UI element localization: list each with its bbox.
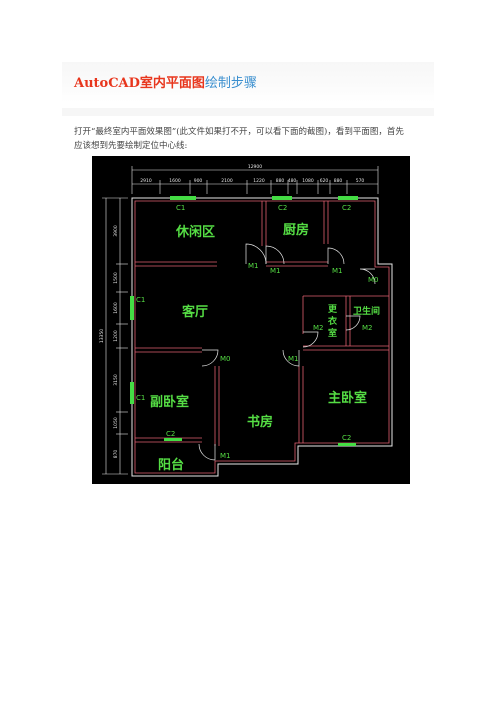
- tags: C1 C2 C2 M1 M1 M1 M0 C1 C1 M2 M2 M0 M1 C…: [136, 204, 379, 460]
- tag-c1-top: C1: [176, 204, 185, 212]
- tag-c2-bottom1: C2: [166, 430, 175, 438]
- paragraph-line-2: 应该想到先要绘制定位中心线:: [74, 141, 188, 151]
- dim-left-4: 1200: [113, 330, 119, 342]
- dim-1: 2910: [140, 178, 152, 184]
- floor-plan-image: 12900 2910 1600 900 2100 1220 880 480 10…: [92, 156, 410, 484]
- tag-m2-b: M2: [362, 324, 373, 332]
- tag-m2-a: M2: [313, 324, 324, 332]
- tag-m1-b: M1: [270, 267, 281, 275]
- dim-left-7: 870: [113, 450, 119, 459]
- inner-walls: [134, 200, 390, 474]
- windows: [130, 196, 358, 446]
- intro-paragraph: 打开“最终室内平面效果图”(此文件如果打不开，可以看下面的截图)，看到平面图，首…: [74, 125, 424, 153]
- tag-c1-left2: C1: [136, 394, 145, 402]
- title-bold: AutoCAD室内平面图: [74, 76, 205, 91]
- dim-2: 1600: [169, 178, 181, 184]
- dim-left-total: 13350: [99, 329, 105, 343]
- dim-10: 880: [334, 178, 343, 184]
- tag-m1-a: M1: [248, 262, 259, 270]
- tag-m1-c: M1: [332, 267, 343, 275]
- tag-c2-bottom2: C2: [342, 434, 351, 442]
- dim-6: 880: [276, 178, 285, 184]
- window-c2-bottom1: [164, 438, 182, 441]
- left-dimension-lines: [102, 197, 128, 475]
- left-dimension-texts: 13350 3900 1500 1600 1200 3150 1050 870: [99, 225, 119, 458]
- room-labels: 休闲区 厨房 客厅 副卧室 书房 主卧室 阳台: [150, 222, 367, 473]
- page-title: AutoCAD室内平面图绘制步骤: [74, 76, 257, 92]
- dim-7: 480: [288, 178, 297, 184]
- dim-11: 570: [356, 178, 365, 184]
- title-band: [62, 62, 434, 102]
- window-c1-left1: [130, 296, 134, 320]
- dim-total: 12900: [248, 164, 262, 170]
- dimension-texts: 12900 2910 1600 900 2100 1220 880 480 10…: [140, 164, 364, 184]
- room-leisure: 休闲区: [175, 224, 215, 240]
- top-dimension-lines: [131, 166, 379, 194]
- tag-c1-left1: C1: [136, 296, 145, 304]
- window-c2-bottom2: [338, 443, 356, 446]
- room-living: 客厅: [182, 304, 208, 320]
- room-second-bedroom: 副卧室: [150, 394, 189, 410]
- tag-m0-right: M0: [368, 276, 379, 284]
- room-dressing-3: 室: [328, 327, 337, 339]
- divider-band: [62, 108, 434, 116]
- room-study: 书房: [247, 414, 273, 430]
- paragraph-line-1: 打开“最终室内平面效果图”(此文件如果打不开，可以看下面的截图)，看到平面图，首…: [74, 127, 404, 137]
- dim-left-5: 3150: [113, 374, 119, 386]
- outer-walls: [131, 197, 393, 477]
- dim-4: 2100: [221, 178, 233, 184]
- window-c1-top: [170, 196, 196, 200]
- tag-c2-top2: C2: [342, 204, 351, 212]
- title-rest: 绘制步骤: [204, 76, 257, 91]
- room-dressing-1: 更: [328, 304, 338, 315]
- room-master-bedroom: 主卧室: [328, 390, 367, 406]
- doors: [198, 243, 376, 461]
- tag-m1-mid: M1: [288, 355, 299, 363]
- small-room-labels: 更 衣 室 卫生间: [328, 304, 380, 339]
- room-bathroom: 卫生间: [353, 305, 380, 317]
- tag-c2-top1: C2: [278, 204, 287, 212]
- tag-m0-mid: M0: [220, 355, 231, 363]
- room-dressing-2: 衣: [328, 315, 337, 327]
- dim-9: 620: [320, 178, 329, 184]
- floor-plan-svg: 12900 2910 1600 900 2100 1220 880 480 10…: [99, 164, 393, 477]
- tag-m1-bottom: M1: [220, 452, 231, 460]
- dim-8: 1080: [302, 178, 314, 184]
- window-c1-left2: [130, 382, 134, 404]
- dim-left-6: 1050: [113, 417, 119, 429]
- dim-3: 900: [194, 178, 203, 184]
- dim-left-2: 1500: [113, 272, 119, 284]
- dim-left-1: 3900: [113, 225, 119, 237]
- window-c2-top1: [272, 196, 292, 200]
- dim-left-3: 1600: [113, 302, 119, 314]
- room-balcony: 阳台: [158, 457, 184, 473]
- dim-5: 1220: [253, 178, 265, 184]
- room-kitchen: 厨房: [283, 222, 309, 238]
- window-c2-top2: [338, 196, 358, 200]
